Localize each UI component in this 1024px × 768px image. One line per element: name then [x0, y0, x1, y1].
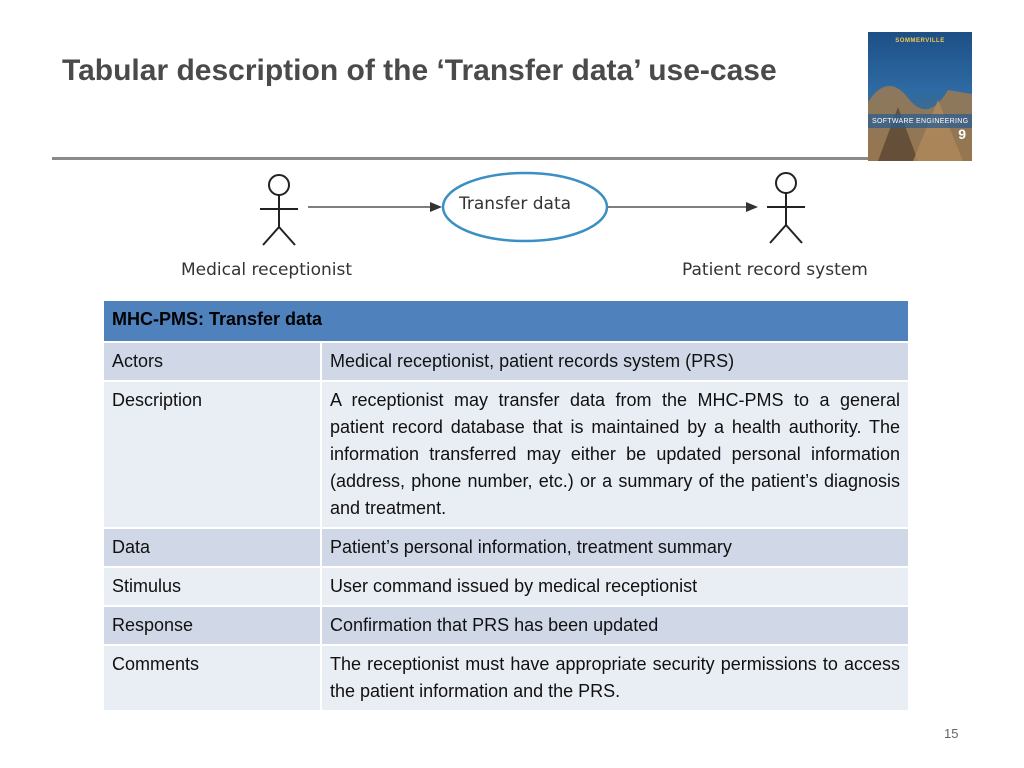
table-row-data: Data Patient’s personal information, tre…	[102, 527, 910, 568]
table-row-stimulus: Stimulus User command issued by medical …	[102, 566, 910, 607]
row-value: Confirmation that PRS has been updated	[320, 605, 910, 646]
table-row-response: Response Confirmation that PRS has been …	[102, 605, 910, 646]
actor-right-label: Patient record system	[682, 260, 868, 280]
actor-left-label: Medical receptionist	[181, 260, 353, 280]
table-row-comments: Comments The receptionist must have appr…	[102, 644, 910, 712]
actor-right-figure	[767, 172, 805, 244]
table-header-row: MHC-PMS: Transfer data	[102, 299, 910, 343]
book-cover-image: SOMMERVILLE SOFTWARE ENGINEERING 9	[868, 32, 972, 161]
row-key: Stimulus	[102, 566, 322, 607]
use-case-ellipse	[441, 171, 609, 243]
slide-title: Tabular description of the ‘Transfer dat…	[62, 54, 777, 87]
row-value: Patient’s personal information, treatmen…	[320, 527, 910, 568]
use-case-diagram: Transfer data Medical receptionist Patie…	[150, 165, 910, 290]
row-value: The receptionist must have appropriate s…	[320, 644, 910, 712]
row-value: Medical receptionist, patient records sy…	[320, 341, 910, 382]
row-key: Comments	[102, 644, 322, 712]
row-value: User command issued by medical reception…	[320, 566, 910, 607]
row-key: Data	[102, 527, 322, 568]
use-case-table: MHC-PMS: Transfer data Actors Medical re…	[102, 299, 910, 712]
title-divider	[52, 157, 870, 160]
table-row-description: Description A receptionist may transfer …	[102, 380, 910, 529]
cover-title: SOFTWARE ENGINEERING	[872, 118, 969, 125]
cover-edition: 9	[958, 126, 966, 142]
table-row-actors: Actors Medical receptionist, patient rec…	[102, 341, 910, 382]
row-key: Description	[102, 380, 322, 529]
row-key: Response	[102, 605, 322, 646]
row-value: A receptionist may transfer data from th…	[320, 380, 910, 529]
actor-left-figure	[260, 174, 298, 246]
row-key: Actors	[102, 341, 322, 382]
cover-series: SOMMERVILLE	[895, 38, 945, 44]
book-cover-art	[868, 85, 972, 161]
page-number: 15	[944, 726, 959, 741]
use-case-label: Transfer data	[459, 194, 572, 214]
association-arrow-right	[608, 202, 758, 212]
association-arrow-left	[308, 202, 442, 212]
table-header: MHC-PMS: Transfer data	[102, 299, 910, 343]
